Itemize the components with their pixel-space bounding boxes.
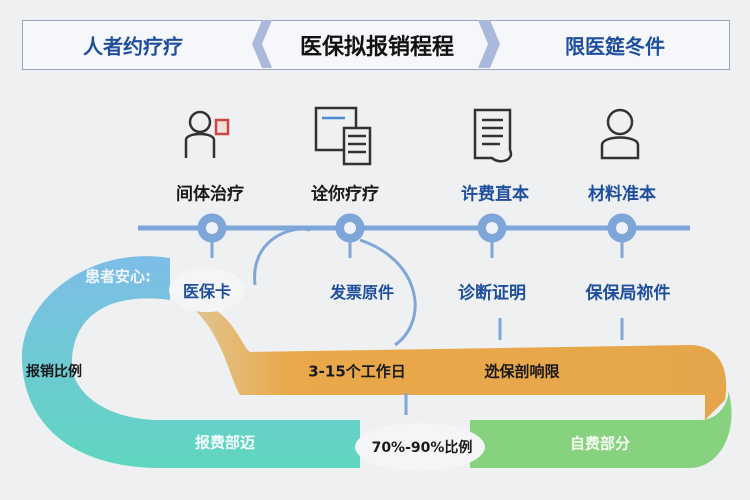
material-label: 医保卡	[182, 282, 232, 301]
header-chevron-left	[252, 20, 272, 68]
person-icon	[600, 108, 640, 160]
receipt-scroll-icon	[473, 108, 513, 163]
self-pay-label: 自费部分	[569, 434, 631, 453]
header-left-text: 人者约疗疗	[83, 34, 183, 59]
ratio-value: 70%-90%比例	[371, 440, 473, 456]
ratio-label: 报销比例	[26, 364, 82, 380]
timeline-node-centers	[206, 222, 628, 234]
step-label: 材料准本	[588, 184, 656, 205]
ribbon-orange	[180, 300, 727, 420]
patient-note: 患者安心:	[85, 267, 151, 286]
step-label: 诠你疗疗	[311, 184, 379, 205]
ratio-bubble	[355, 423, 485, 471]
ribbon-blue-teal	[21, 256, 360, 468]
duration-label: 3-15个工作日	[308, 362, 406, 381]
step-label: 许费直本	[461, 184, 529, 205]
page-title: 医保拟报销程程	[299, 35, 455, 60]
header-chevron-right	[478, 20, 500, 68]
limit-label: 迯保剖响限	[484, 362, 560, 381]
invoice-document-icon	[314, 106, 372, 166]
ribbon-green	[470, 390, 732, 468]
material-label: 发票原件	[329, 283, 395, 302]
material-label: 诊断证明	[458, 283, 526, 304]
step-label: 间体治疗	[176, 184, 244, 205]
header-right-text: 限医筵冬件	[565, 34, 665, 59]
header-banner	[22, 20, 730, 70]
material-label: 保保局祢件	[585, 283, 671, 304]
reimbursed-label: 报费部迈	[194, 433, 256, 452]
person-medical-icon	[184, 110, 230, 158]
card-bubble	[169, 268, 245, 312]
